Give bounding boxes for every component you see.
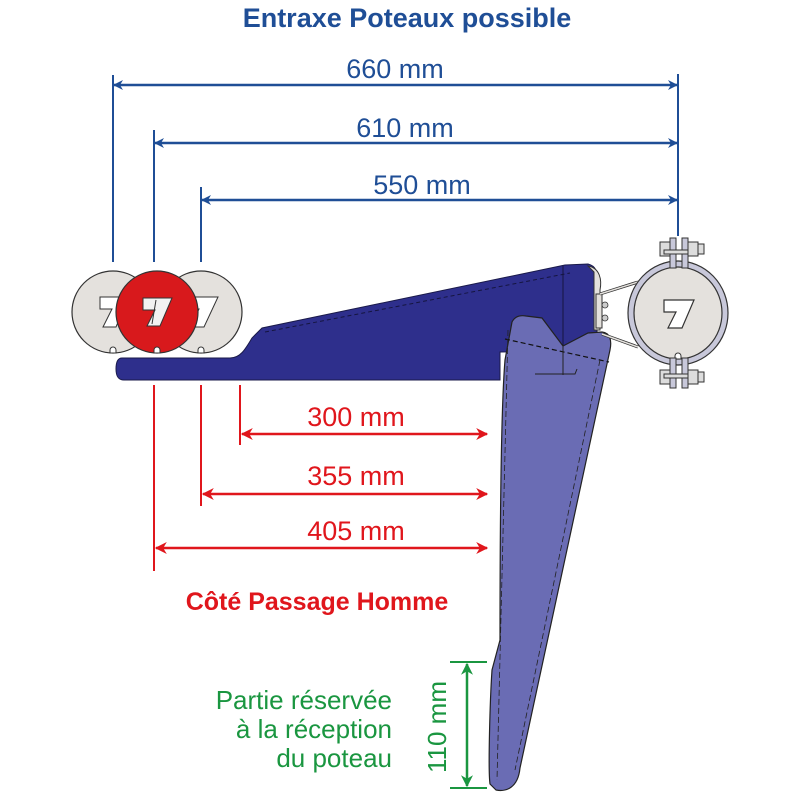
reserved-part-dimension: 110 mm — [422, 661, 487, 789]
reserved-part-line-3: du poteau — [276, 743, 392, 773]
dimension-label-300: 300 mm — [307, 402, 405, 432]
dimension-label-550: 550 mm — [373, 170, 471, 200]
dimension-660: 660 mm — [113, 54, 678, 90]
bracket-arm — [488, 315, 612, 792]
mounting-plate — [586, 265, 639, 349]
top-dimension-extension-lines — [112, 74, 679, 262]
diagram-title: Entraxe Poteaux possible — [243, 3, 572, 33]
dimension-300: 300 mm — [240, 402, 489, 440]
dimension-355: 355 mm — [201, 461, 489, 500]
dimension-label-610: 610 mm — [356, 113, 454, 143]
dimension-label-405: 405 mm — [307, 516, 405, 546]
side-dimension-extension-lines — [153, 385, 241, 571]
post-clamp-collar — [627, 237, 729, 389]
dimension-550: 550 mm — [201, 170, 678, 205]
dimension-610: 610 mm — [154, 113, 678, 148]
reserved-part-line-2: à la réception — [236, 714, 392, 744]
dimension-label-355: 355 mm — [307, 461, 405, 491]
dimension-405: 405 mm — [154, 516, 489, 554]
dimension-label-110: 110 mm — [422, 681, 452, 773]
dimension-label-660: 660 mm — [346, 54, 444, 84]
post-option-610-highlighted — [115, 270, 199, 354]
side-label-passage-homme: Côté Passage Homme — [186, 588, 449, 616]
reserved-part-label: Partie réservée à la réception du poteau — [216, 685, 392, 773]
reserved-part-line-1: Partie réservée — [216, 685, 392, 715]
